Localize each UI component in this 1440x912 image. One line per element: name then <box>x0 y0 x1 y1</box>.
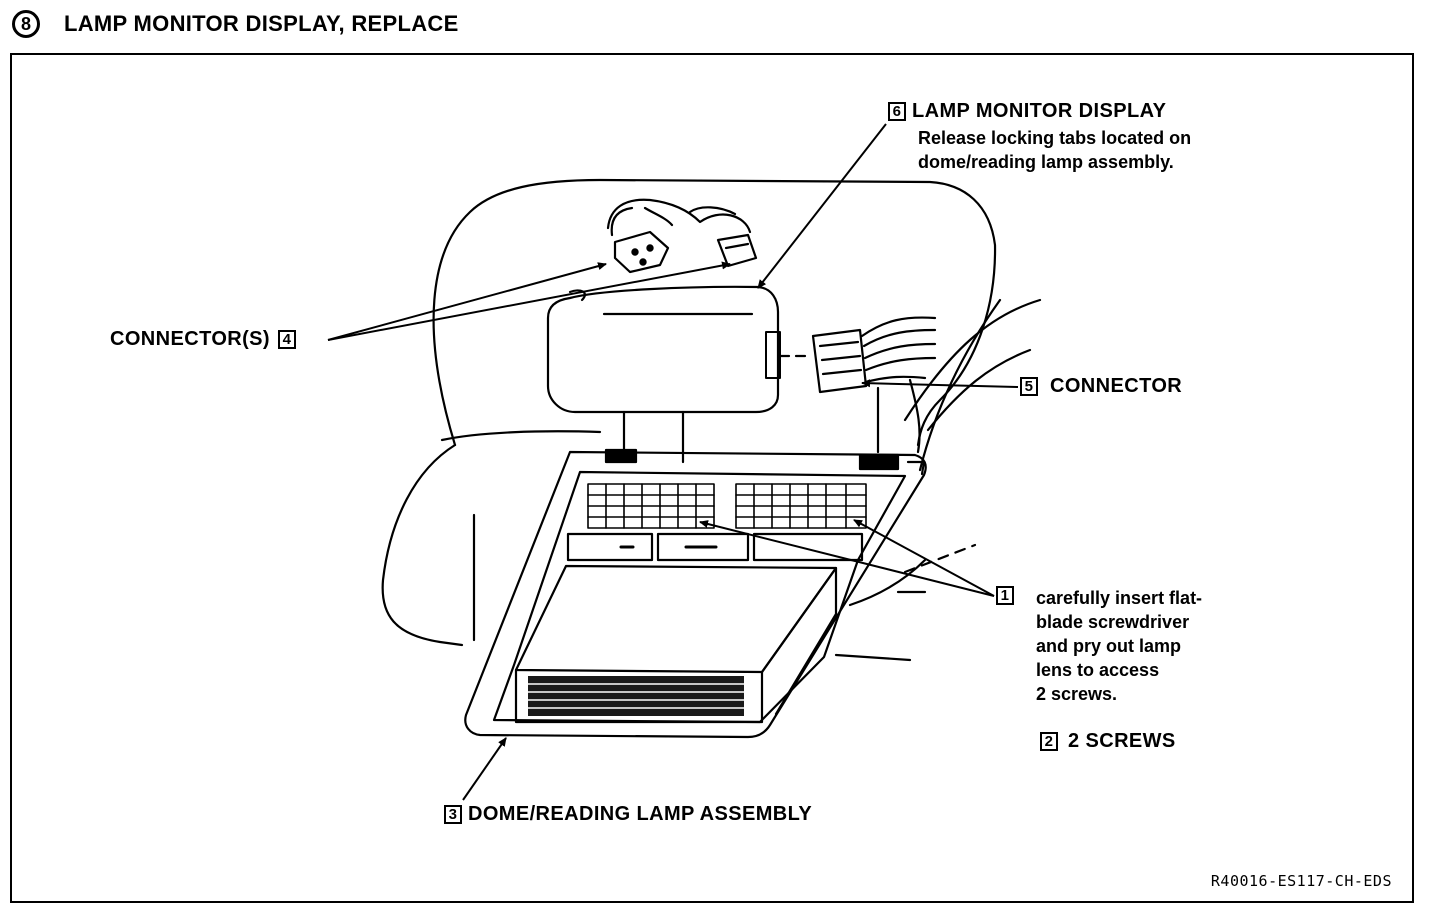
callout-number-4: 4 <box>278 330 296 349</box>
connectors-label: CONNECTOR(S) <box>110 328 270 350</box>
upper-connector-b <box>716 233 758 268</box>
page-title: LAMP MONITOR DISPLAY, REPLACE <box>64 11 459 36</box>
callout-lamp-monitor-display: 6 LAMP MONITOR DISPLAY <box>888 100 1166 123</box>
callout-number-3: 3 <box>444 805 462 824</box>
note-line: blade screwdriver <box>1036 612 1190 632</box>
callout-dome-lamp: 3 DOME/READING LAMP ASSEMBLY <box>444 803 812 826</box>
callout-number-2: 2 <box>1040 732 1058 751</box>
button-center <box>656 532 750 562</box>
note-line: and pry out lamp <box>1036 636 1182 656</box>
leader-screwdriver-a <box>699 520 995 597</box>
note-line: Release locking tabs located on <box>918 128 1192 148</box>
note-line: dome/reading lamp assembly. <box>918 152 1174 172</box>
connector-label: CONNECTOR <box>1050 375 1183 397</box>
illustration-frame <box>10 53 1414 903</box>
leader-connectors-b <box>327 261 731 341</box>
leader-dome-lamp <box>462 737 507 801</box>
windshield-edge <box>903 298 1042 422</box>
button-left <box>566 532 654 562</box>
step-number-badge: 8 <box>12 10 40 38</box>
upper-connector-a <box>613 230 670 274</box>
lamp-monitor-display-note: Release locking tabs located on dome/rea… <box>918 126 1191 174</box>
figure-id: R40016-ES117-CH-EDS <box>1210 872 1392 890</box>
note-line: 2 screws. <box>1036 684 1118 704</box>
leader-monitor <box>757 123 887 289</box>
callout-connector: 5 CONNECTOR <box>1020 375 1182 398</box>
note-line: carefully insert flat- <box>1036 588 1203 608</box>
callout-screwdriver: 1 <box>996 586 1020 605</box>
windshield-edge-2 <box>926 348 1032 432</box>
page-header: 8 LAMP MONITOR DISPLAY, REPLACE <box>12 8 459 40</box>
leader-screwdriver-b <box>853 519 995 597</box>
side-connector <box>811 328 868 394</box>
headliner-outline <box>432 178 997 447</box>
dome-lamp-inner <box>492 470 907 724</box>
callout-number-5: 5 <box>1020 377 1038 396</box>
lamp-monitor-display-label: LAMP MONITOR DISPLAY <box>912 100 1167 122</box>
lamp-monitor-module <box>546 285 780 414</box>
screwdriver-note: carefully insert flat- blade screwdriver… <box>1036 586 1202 706</box>
rear-curve <box>918 298 1002 472</box>
screws-label: 2 SCREWS <box>1068 730 1176 752</box>
lamp-lens <box>514 564 838 674</box>
dome-lamp-label: DOME/READING LAMP ASSEMBLY <box>468 803 813 825</box>
callout-number-6: 6 <box>888 102 906 121</box>
callout-number-1: 1 <box>996 586 1014 605</box>
button-right <box>752 532 864 562</box>
leader-connector <box>861 379 1019 388</box>
note-line: lens to access <box>1036 660 1160 680</box>
headliner-lower-edge <box>381 443 464 647</box>
leader-connectors-a <box>327 262 607 341</box>
callout-screws: 2 2 SCREWS <box>1040 730 1176 753</box>
upper-wire-harness <box>606 198 752 234</box>
callout-connectors: CONNECTOR(S) 4 <box>110 328 296 351</box>
headliner-inner-curve <box>440 430 602 442</box>
